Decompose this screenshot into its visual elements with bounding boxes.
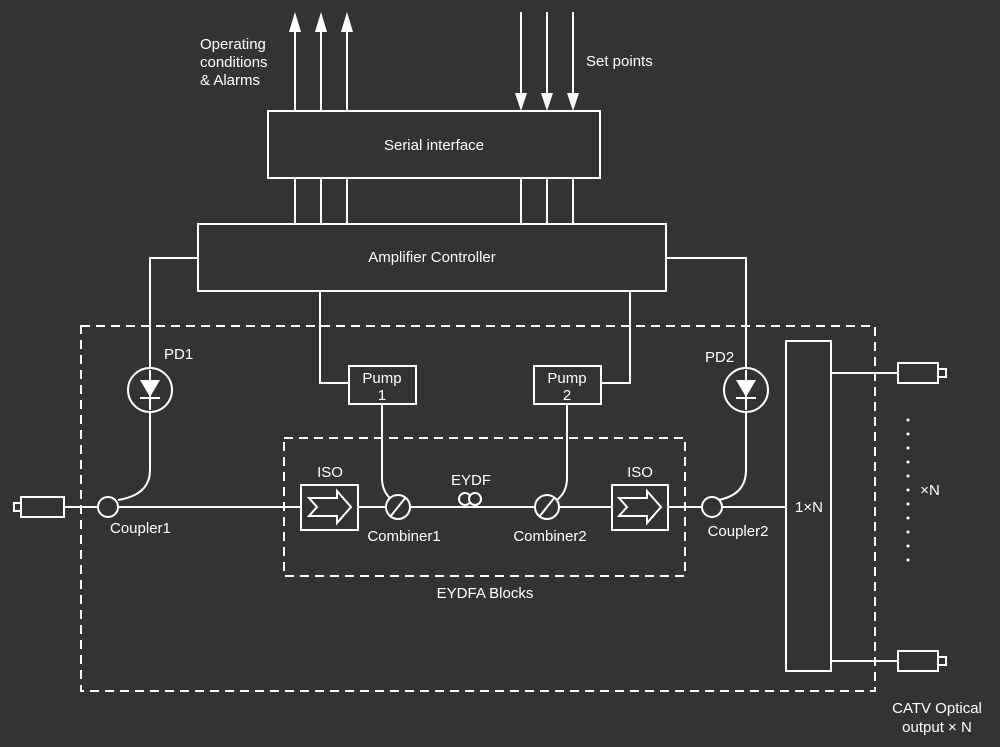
amplifier-controller-box — [197, 223, 667, 292]
pump1-drive-line — [319, 291, 349, 384]
status-label-line1: Operating — [200, 36, 266, 53]
output-label-line2: output × N — [902, 719, 972, 736]
pump1-box — [348, 365, 417, 405]
photodiode-icon — [723, 367, 769, 413]
status-output-arrows — [289, 12, 353, 111]
multiplier-label: ×N — [920, 482, 940, 499]
combiner1-label: Combiner1 — [367, 528, 440, 545]
pd2-signal-line — [666, 257, 747, 368]
combiner2-label: Combiner2 — [513, 528, 586, 545]
pump2-label-line1: Pump — [547, 370, 586, 387]
isolator-arrow-icon — [306, 488, 353, 526]
fiber-coil-icon — [458, 492, 482, 508]
pump2-label-line2: 2 — [563, 387, 571, 404]
pd2-tap-line — [717, 412, 747, 501]
pump1-fiber — [381, 404, 393, 501]
fiber-connector-icon — [13, 496, 65, 518]
pd1-tap-line — [117, 412, 151, 501]
eydf-label: EYDF — [451, 472, 491, 489]
set-point-input-arrows — [515, 12, 579, 111]
combiner1-symbol — [385, 494, 411, 520]
status-label-line3: & Alarms — [200, 72, 260, 89]
pump1-label-line1: Pump — [362, 370, 401, 387]
output-repeat-dots — [906, 418, 910, 562]
eydfa-blocks-label: EYDFA Blocks — [437, 585, 534, 602]
serial-interface-label: Serial interface — [384, 137, 484, 154]
pump2-box — [533, 365, 602, 405]
serial-interface-box — [267, 110, 601, 179]
status-label-line2: conditions — [200, 54, 268, 71]
set-points-label: Set points — [586, 53, 653, 70]
pd1-signal-line — [149, 257, 198, 368]
splitter-box — [785, 340, 832, 672]
pump1-label-line2: 1 — [378, 387, 386, 404]
pump2-fiber — [556, 404, 568, 501]
coupler2-label: Coupler2 — [708, 523, 769, 540]
isolator-arrow-icon — [616, 488, 663, 526]
coupler2-symbol — [701, 496, 723, 518]
pd2-label: PD2 — [705, 349, 734, 366]
amplifier-controller-label: Amplifier Controller — [368, 249, 496, 266]
isolator-left-label: ISO — [317, 464, 343, 481]
pd1-label: PD1 — [164, 346, 193, 363]
fiber-connector-icon — [897, 362, 947, 384]
isolator-right-box — [611, 484, 669, 531]
combiner2-symbol — [534, 494, 560, 520]
coupler1-label: Coupler1 — [110, 520, 171, 537]
isolator-right-label: ISO — [627, 464, 653, 481]
pump2-drive-line — [601, 291, 631, 384]
coupler1-symbol — [97, 496, 119, 518]
splitter-label: 1×N — [795, 499, 823, 516]
fiber-connector-icon — [897, 650, 947, 672]
controller-bus-lines — [294, 178, 574, 224]
photodiode-icon — [127, 367, 173, 413]
output-label-line1: CATV Optical — [892, 700, 982, 717]
amplifier-enclosure-boundary — [80, 325, 876, 692]
isolator-left-box — [300, 484, 359, 531]
